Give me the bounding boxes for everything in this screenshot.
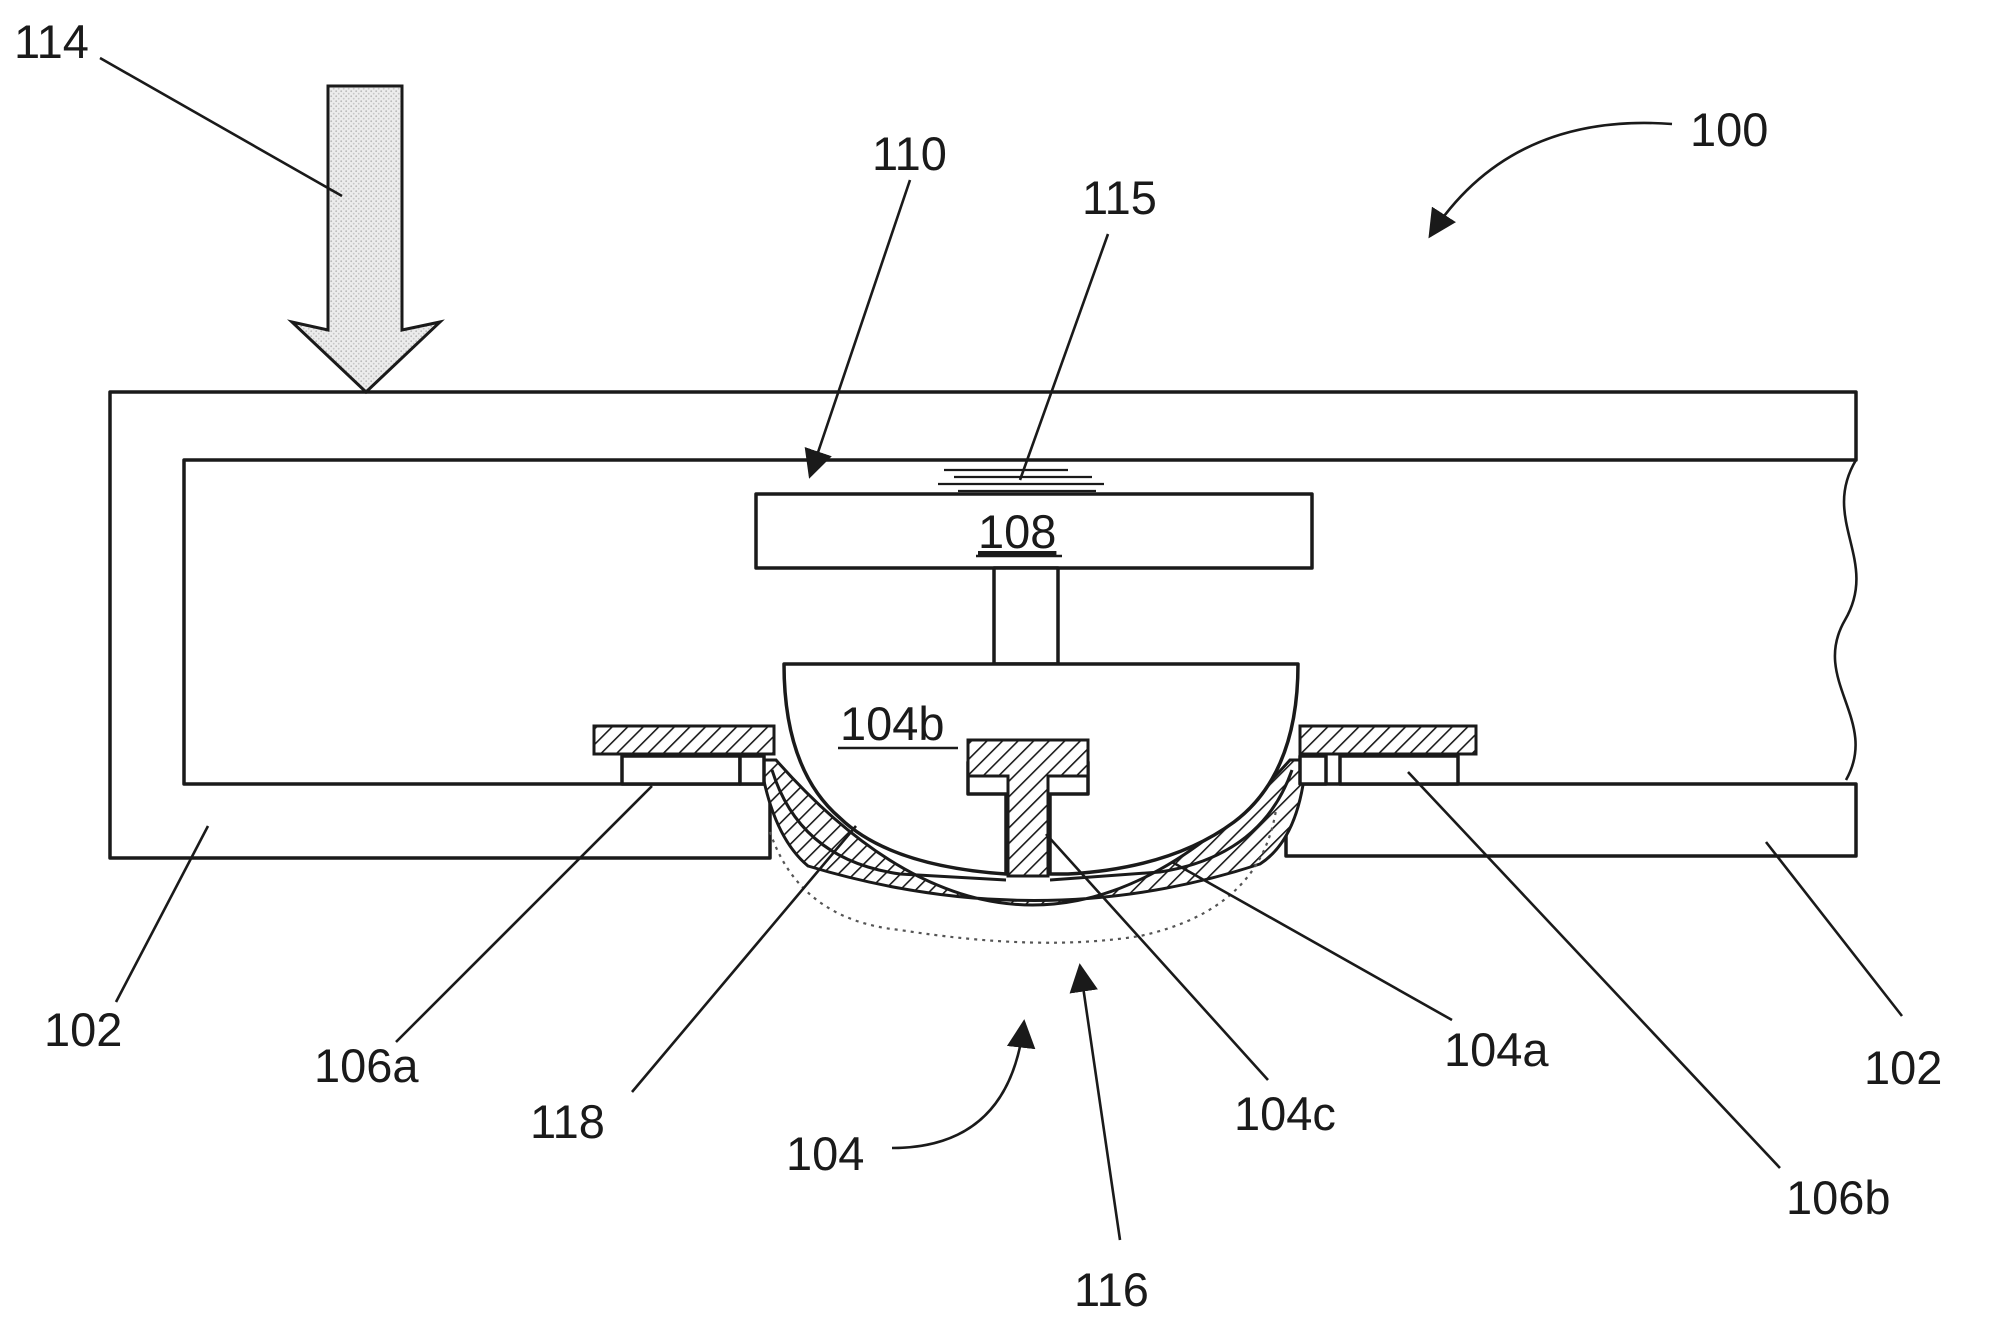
right-connector [1300,756,1326,784]
left-connector [740,756,764,784]
force-arrow [292,86,440,392]
label-102-left: 102 [44,1003,122,1056]
label-104c: 104c [1234,1087,1336,1140]
label-114: 114 [14,15,89,68]
contact-right [1340,756,1458,784]
label-106b: 106b [1786,1171,1891,1224]
plunger-stem [994,568,1058,664]
label-102-right: 102 [1864,1041,1942,1094]
surface-texture-marks [938,470,1104,491]
left-flange [594,726,774,754]
right-flange [1300,726,1476,754]
label-104b: 104b [840,697,945,750]
label-115: 115 [1082,171,1157,224]
label-106a: 106a [314,1039,419,1092]
contact-left [622,756,740,784]
housing-break-line [1835,460,1857,780]
label-116: 116 [1074,1263,1149,1316]
label-110: 110 [872,127,947,180]
label-118: 118 [530,1095,605,1148]
label-104a: 104a [1444,1023,1549,1076]
label-104: 104 [786,1127,864,1180]
housing-right-plate [1286,784,1856,856]
label-100: 100 [1690,103,1768,156]
label-108: 108 [978,505,1056,558]
